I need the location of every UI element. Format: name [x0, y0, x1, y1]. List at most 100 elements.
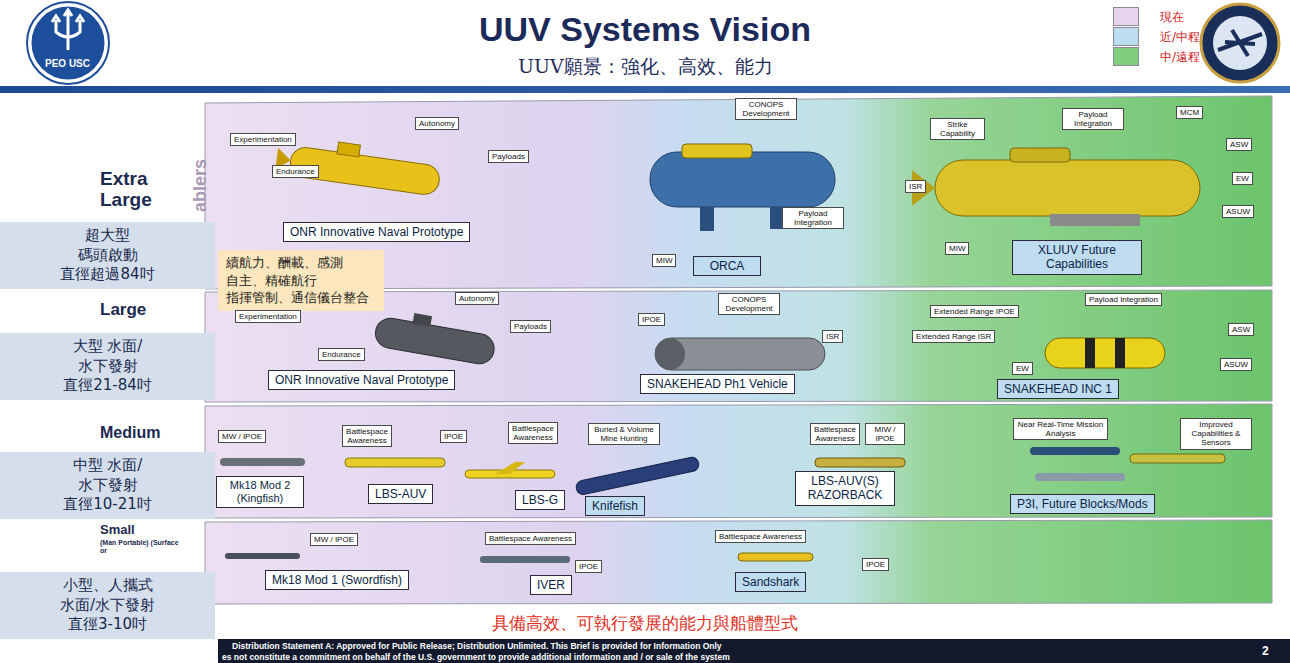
logo-circle [30, 5, 106, 81]
vehicle-name-box: LBS-AUV [368, 484, 433, 504]
capability-tag: MIW / IPOE [865, 423, 905, 445]
vehicle-nose [655, 338, 685, 370]
vehicle-name: IVER [537, 578, 565, 592]
logo-circle [1201, 4, 1279, 82]
capability-tag: ASUW [1220, 358, 1252, 371]
capability-tag: ISR [905, 180, 926, 193]
capability-text: Battlespace Awareness [814, 425, 856, 443]
capability-note-box: 續航力、酬載、感測 自主、精確航行 指揮管制、通信儀台整合 [218, 250, 384, 311]
vehicle-hull [738, 553, 813, 561]
capability-tag: CONOPS Development [718, 293, 780, 315]
capability-tag: Battlespace Awareness [342, 425, 392, 447]
vehicle-hull [345, 458, 445, 467]
faded-word: ablers [190, 159, 211, 212]
capability-tag: Extended Range IPOE [930, 305, 1019, 318]
title-bar [0, 86, 1290, 93]
capability-text: ASW [1230, 140, 1248, 149]
vehicle-sail [1010, 148, 1070, 162]
logo-text: PEO USC [45, 58, 90, 69]
capability-tag: Improved Capabilities & Sensors [1180, 418, 1252, 450]
capability-tag: Endurance [318, 348, 365, 361]
capability-text: Battlespace Awareness [346, 427, 388, 445]
capability-text: Extended Range ISR [916, 332, 991, 341]
capability-text: Experimentation [234, 135, 292, 144]
capability-tag: ASUW [1222, 205, 1254, 218]
capability-tag: Experimentation [235, 310, 301, 323]
vehicle-name: SNAKEHEAD INC 1 [1004, 382, 1112, 396]
capability-text: ASUW [1224, 360, 1248, 369]
vehicle-hull [1130, 454, 1225, 463]
capability-tag: Payload Integration [1062, 108, 1124, 130]
subtitle: UUV願景：強化、高效、能力 [518, 54, 773, 80]
vehicle-hull [1035, 473, 1125, 481]
size-subheading: (Man Portable) (Surface or [100, 539, 180, 555]
capability-tag: Endurance [272, 165, 319, 178]
vehicle-thruster [700, 207, 714, 231]
capability-text: CONOPS Development [722, 295, 776, 313]
size-heading: Small [100, 523, 180, 538]
capability-tag: MCM [1176, 106, 1203, 119]
legend-text: 現在 [1160, 9, 1184, 26]
capability-text: Battlespace Awareness [512, 424, 554, 442]
vehicle-name-box: IVER [530, 575, 572, 595]
capability-text: CONOPS Development [739, 100, 793, 118]
capability-tag: IPOE [862, 558, 889, 571]
capability-text: Payload Integration [1066, 110, 1120, 128]
vehicle-sail [337, 142, 360, 157]
vehicle-name: LBS-G [522, 493, 558, 507]
vehicle-name-box: LBS-AUV(S) RAZORBACK [795, 471, 895, 506]
size-heading: Large [100, 300, 220, 319]
size-heading: Medium [100, 424, 220, 442]
vehicle-hull [575, 456, 700, 496]
capability-tag: Battlespace Awareness [485, 532, 576, 545]
size-description-box: 小型、人攜式 水面/水下發射 直徑3-10吋 [0, 572, 215, 639]
capability-tag: Extended Range ISR [912, 330, 995, 343]
capability-tag: EW [1232, 172, 1253, 185]
vehicle-name: ONR Innovative Naval Prototype [275, 373, 448, 387]
capability-text: Payload Integration [1089, 295, 1158, 304]
capability-text: MW / IPOE [222, 432, 262, 441]
vehicle-name: XLUUV Future Capabilities [1019, 243, 1135, 272]
vehicle-name-box: ORCA [693, 256, 761, 276]
vehicle-hull [650, 152, 835, 207]
capability-tag: Payloads [510, 320, 551, 333]
capability-tag: Experimentation [230, 133, 296, 146]
vehicle-name: Knifefish [592, 499, 638, 513]
capability-text: EW [1016, 364, 1029, 373]
capability-tag: IPOE [575, 560, 602, 573]
capability-text: Extended Range IPOE [934, 307, 1015, 316]
size-description-box: 超大型 碼頭啟動 直徑超過84吋 [0, 222, 215, 289]
capability-text: Autonomy [459, 294, 495, 303]
legend-text: 近/中程 [1160, 29, 1200, 46]
vehicle-wing [495, 462, 525, 474]
capability-text: Improved Capabilities & Sensors [1184, 420, 1248, 448]
vehicle-hull [1030, 447, 1120, 455]
capability-tag: Payloads [488, 150, 529, 163]
vehicle-hull [225, 553, 300, 559]
vehicle-name: P3I, Future Blocks/Mods [1017, 497, 1148, 511]
vehicle-name: LBS-AUV [375, 487, 426, 501]
vehicle-hull [480, 556, 570, 563]
vehicle-sail [412, 313, 432, 327]
distribution-statement: es not constitute a commitment on behalf… [222, 652, 730, 662]
vehicle-hull [655, 338, 825, 370]
logo-ring [27, 2, 109, 84]
capability-text: Battlespace Awareness [719, 532, 802, 541]
vehicle-stripe [1085, 338, 1095, 368]
capability-tag: Battlespace Awareness [715, 530, 806, 543]
capability-tag: CONOPS Development [735, 98, 797, 120]
capability-tag: MIW [945, 242, 969, 255]
size-heading: Extra Large [100, 168, 195, 211]
distribution-statement: Distribution Statement A: Approved for P… [232, 641, 722, 651]
vehicle-name-box: P3I, Future Blocks/Mods [1010, 494, 1155, 514]
capability-text: Payloads [492, 152, 525, 161]
capability-tag: Battlespace Awareness [810, 423, 860, 445]
capability-text: Buried & Volume Mine Hunting [592, 425, 656, 443]
capability-text: ASW [1232, 325, 1250, 334]
vehicle-hull [373, 316, 496, 366]
size-band: LargeExperimentation AutonomyEndurance Pay… [95, 290, 1272, 401]
capability-text: Endurance [322, 350, 361, 359]
vehicle-hull [220, 458, 305, 466]
size-description: 小型、人攜式 水面/水下發射 直徑3-10吋 [57, 576, 158, 635]
